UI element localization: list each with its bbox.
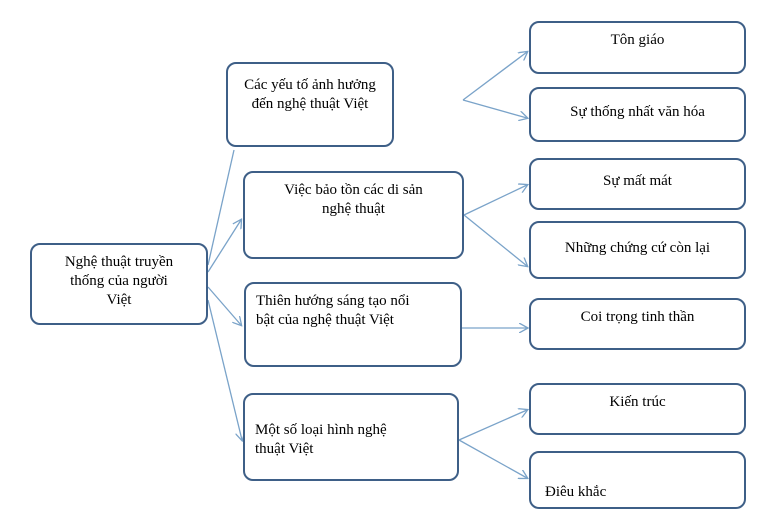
root-line-3: Việt [106, 292, 132, 308]
branch-2-line-2: nghệ thuật [322, 201, 385, 217]
root-node: Nghệ thuật truyền thống của người Việt [30, 243, 208, 325]
arrow-root-to-branch-2 [207, 220, 241, 273]
arrow-root-to-branch-4 [207, 299, 242, 440]
branch-1-line-2: đến nghệ thuật Việt [251, 96, 369, 112]
leaf-node-1-1: Tôn giáo [529, 21, 746, 74]
leaf-2-2-label: Những chứng cứ còn lại [564, 240, 711, 256]
arrow-branch-2-to-leaf-1 [463, 185, 527, 216]
branch-4-line-2: thuật Việt [255, 441, 314, 457]
leaf-node-4-1: Kiến trúc [529, 383, 746, 435]
arrow-branch-4-to-leaf-2 [458, 439, 527, 478]
arrow-branch-1-to-leaf-1 [462, 52, 527, 101]
leaf-node-2-1: Sự mất mát [529, 158, 746, 210]
leaf-node-1-2: Sự thống nhất văn hóa [529, 87, 746, 142]
root-line-1: Nghệ thuật truyền [64, 254, 174, 270]
branch-node-2: Việc bảo tồn các di sản nghệ thuật [243, 171, 464, 259]
arrow-root-to-branch-1 [207, 149, 235, 266]
leaf-node-3-1: Coi trọng tinh thần [529, 298, 746, 350]
branch-node-3: Thiên hướng sáng tạo nổi bật của nghệ th… [244, 282, 462, 367]
arrow-root-to-branch-3 [207, 286, 241, 325]
leaf-4-2-label: Điêu khắc [545, 484, 607, 500]
branch-2-line-1: Việc bảo tồn các di sản [284, 182, 423, 198]
root-line-2: thống của người [70, 273, 168, 289]
leaf-2-1-label: Sự mất mát [603, 173, 672, 189]
branch-node-1: Các yếu tố ảnh hưởng đến nghệ thuật Việt [226, 62, 394, 147]
leaf-4-1-label: Kiến trúc [609, 394, 666, 410]
leaf-node-2-2: Những chứng cứ còn lại [529, 221, 746, 279]
arrow-branch-4-to-leaf-1 [458, 410, 527, 441]
leaf-3-1-label: Coi trọng tinh thần [580, 309, 695, 325]
leaf-1-1-label: Tôn giáo [610, 32, 665, 48]
branch-3-line-2: bật của nghệ thuật Việt [256, 312, 394, 328]
arrow-branch-2-to-leaf-2 [463, 214, 527, 266]
branch-1-line-1: Các yếu tố ảnh hưởng [244, 77, 376, 93]
branch-3-line-1: Thiên hướng sáng tạo nổi [256, 293, 410, 309]
branch-4-line-1: Một số loại hình nghệ [255, 422, 387, 438]
arrow-branch-1-to-leaf-2 [462, 99, 527, 118]
leaf-1-2-label: Sự thống nhất văn hóa [570, 104, 705, 120]
branch-node-4: Một số loại hình nghệ thuật Việt [243, 393, 459, 481]
leaf-node-4-2: Điêu khắc [529, 451, 746, 509]
